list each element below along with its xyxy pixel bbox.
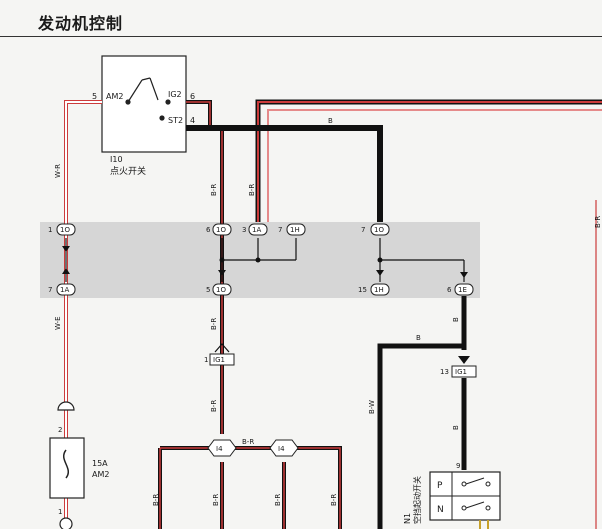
pin-am2-label: AM2 (106, 92, 123, 101)
junction-connector-row-bottom: 7 1A 5 1O 15 1H 6 1E (48, 283, 474, 296)
wire-label-b-top: B (328, 117, 333, 125)
wire-b-w (377, 343, 464, 529)
pin-ig2-label: IG2 (168, 90, 182, 99)
neutral-switch-contacts (461, 477, 491, 511)
splice-i4-left: I4 (207, 439, 237, 457)
wire-label-b-r-6: B-R (152, 494, 160, 506)
fuse-bottom-connector (59, 517, 73, 529)
wire-label-b-1e: B (452, 317, 460, 322)
neutral-switch-id: N1 (403, 513, 412, 524)
jc-8-num: 15 (358, 286, 367, 294)
junction-connector-row-top: 1 1O 6 1O 3 1A 7 1H 7 1O (48, 223, 390, 236)
pin-6-num: 6 (190, 92, 195, 101)
neutral-pos-p: P (437, 481, 443, 491)
neutral-switch-bottom-wire (479, 520, 489, 529)
wire-label-b-r-4: B-R (210, 400, 218, 412)
wire-label-b-r-9: B-R (330, 494, 338, 506)
ignition-switch-symbol (125, 77, 171, 121)
jc-4-code: 1H (290, 226, 300, 234)
ignition-switch-box (101, 55, 187, 153)
ignition-switch-name: 点火开关 (110, 165, 146, 177)
jc-7-code: 1O (216, 286, 226, 294)
jc-5-code: 1O (374, 226, 384, 234)
jc-3-code: 1A (252, 226, 261, 234)
jc-5-num: 7 (361, 226, 365, 234)
neutral-switch-name: 空挡起动开关 (412, 476, 422, 524)
title-divider (0, 36, 602, 37)
wire-label-b-r-2: B-R (248, 184, 256, 196)
splice-right-label: I4 (278, 445, 285, 453)
junction-arrows (62, 246, 468, 278)
connector-ig1-13: 13 IG1 (440, 365, 477, 378)
fuse-rating: 15A (92, 459, 108, 468)
jc-3-num: 3 (242, 226, 246, 234)
jc-6-code: 1A (60, 286, 69, 294)
wire-label-b-r-1: B-R (210, 184, 218, 196)
page-title: 发动机控制 (38, 14, 124, 33)
wire-label-b-r-5: B-R (242, 438, 254, 446)
splice-left-label: I4 (216, 445, 223, 453)
jc-8-code: 1H (374, 286, 384, 294)
splice-i4-right: I4 (269, 439, 299, 457)
connector-ig1-1: 1 IG1 (204, 353, 235, 366)
jc-6-num: 7 (48, 286, 52, 294)
ignition-switch-id: I10 (110, 155, 123, 164)
fuse-top-connector (57, 401, 75, 411)
ig1-13-arrow (458, 356, 470, 364)
wire-label-b-lower: B (452, 425, 460, 430)
fuse-pin-bottom: 1 (58, 508, 62, 516)
jc-1-num: 1 (48, 226, 52, 234)
neutral-pos-n: N (437, 505, 444, 515)
neutral-switch-pin: 9 (456, 462, 460, 470)
fuse-symbol (63, 449, 69, 479)
ig1-13-num: 13 (440, 368, 449, 376)
pin-4-num: 4 (190, 116, 195, 125)
pin-5-num: 5 (92, 92, 97, 101)
pin-st2-label: ST2 (168, 116, 183, 125)
fuse-name: AM2 (92, 470, 109, 479)
ig1-1-code: IG1 (213, 356, 225, 364)
wire-b-r-top (255, 99, 602, 222)
jc-2-code: 1O (216, 226, 226, 234)
jc-1-code: 1O (60, 226, 70, 234)
switch-pin-labels: 5 AM2 IG2 6 ST2 4 (92, 90, 195, 125)
ig1-13-code: IG1 (455, 368, 467, 376)
splice-wires (158, 446, 342, 529)
wire-label-b-w: B-W (368, 400, 376, 414)
fuse-pin-top: 2 (58, 426, 62, 434)
jc-4-num: 7 (278, 226, 282, 234)
jc-2-num: 6 (206, 226, 211, 234)
junction-nodes (219, 257, 383, 263)
wire-label-b-r-3: B-R (210, 318, 218, 330)
wire-label-b-r-7: B-R (212, 494, 220, 506)
wire-label-b-r-right: B-R (594, 216, 602, 228)
wire-b-st2 (186, 125, 383, 222)
wire-label-w-e: W-E (54, 316, 62, 330)
ig1-1-num: 1 (204, 356, 208, 364)
wire-w-r (64, 100, 102, 522)
jc-9-num: 6 (447, 286, 452, 294)
jc-7-num: 5 (206, 286, 210, 294)
wire-label-b-r-8: B-R (274, 494, 282, 506)
wire-label-b-mid: B (416, 334, 421, 342)
wire-label-w-r: W-R (54, 164, 62, 178)
jc-9-code: 1E (458, 286, 467, 294)
